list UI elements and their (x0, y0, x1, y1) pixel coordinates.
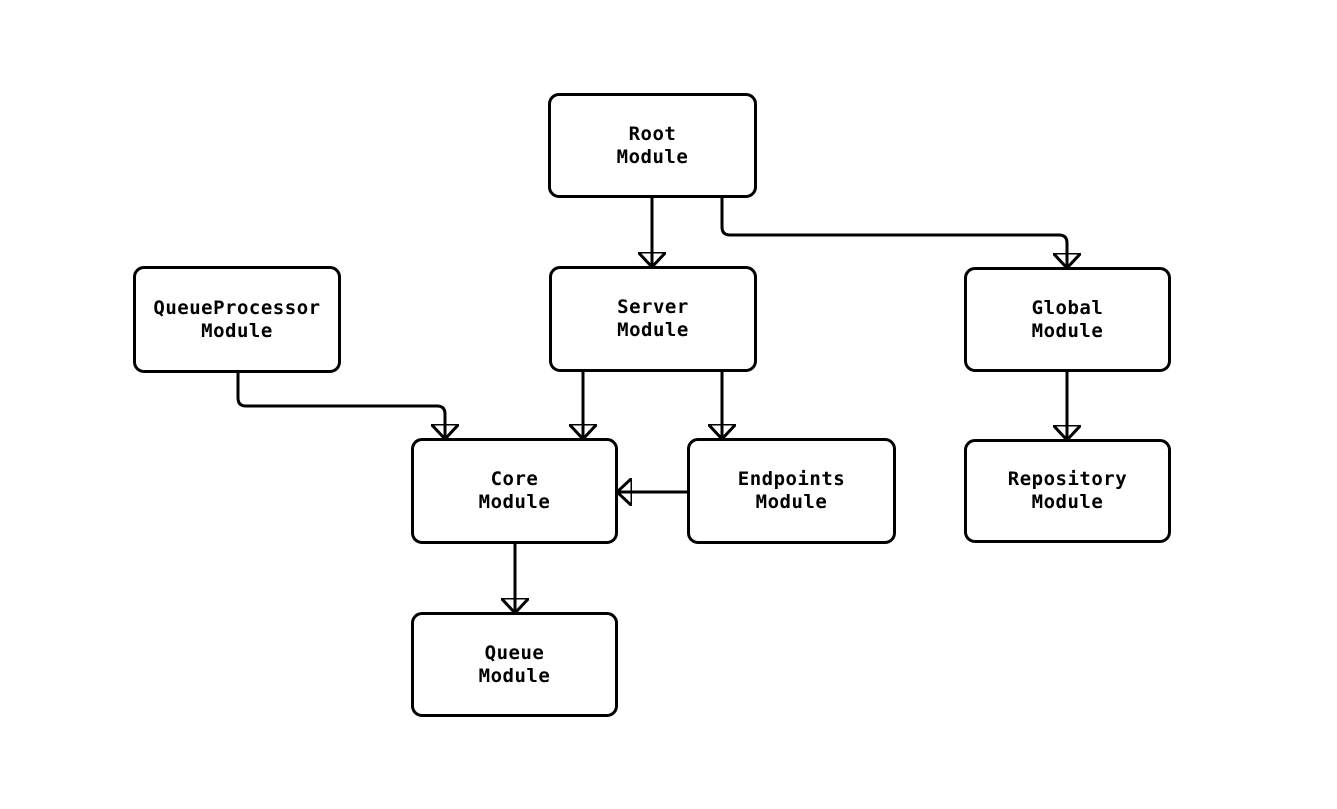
node-queueprocessor-module: QueueProcessor Module (133, 266, 341, 373)
node-global-label: Global Module (1032, 297, 1104, 343)
node-endpoints-line1: Endpoints (737, 468, 846, 490)
node-server-label: Server Module (617, 296, 689, 342)
node-queue-label: Queue Module (479, 642, 551, 688)
node-server-line2: Module (617, 319, 689, 341)
node-root-line2: Module (616, 145, 689, 168)
node-repository-line2: Module (1031, 491, 1104, 513)
node-queue-module: Queue Module (411, 612, 618, 717)
node-global-module: Global Module (964, 267, 1171, 372)
node-queueprocessor-line1: QueueProcessor (153, 296, 321, 319)
node-core-label: Core Module (479, 468, 551, 514)
edge-root-to-global (720, 198, 1067, 267)
node-global-line2: Module (1031, 319, 1104, 342)
node-endpoints-label: Endpoints Module (738, 468, 845, 514)
node-core-line2: Module (478, 491, 551, 513)
node-endpoints-line2: Module (755, 491, 828, 513)
edge-queueprocessor-to-core (236, 373, 445, 438)
node-queueprocessor-line2: Module (201, 319, 273, 342)
node-server-module: Server Module (549, 266, 757, 372)
node-root-module: Root Module (548, 93, 757, 198)
node-queue-line2: Module (478, 664, 551, 687)
node-core-module: Core Module (411, 438, 618, 544)
node-server-line1: Server (617, 296, 689, 318)
node-global-line1: Global (1031, 296, 1104, 319)
node-repository-module: Repository Module (964, 439, 1171, 543)
node-repository-line1: Repository (1007, 468, 1128, 490)
node-queue-line1: Queue (484, 641, 545, 664)
node-endpoints-module: Endpoints Module (687, 438, 896, 544)
node-repository-label: Repository Module (1008, 468, 1127, 514)
node-queueprocessor-label: QueueProcessor Module (153, 297, 320, 343)
node-root-line1: Root (628, 122, 677, 145)
node-core-line1: Core (490, 468, 539, 490)
node-root-label: Root Module (617, 123, 689, 169)
